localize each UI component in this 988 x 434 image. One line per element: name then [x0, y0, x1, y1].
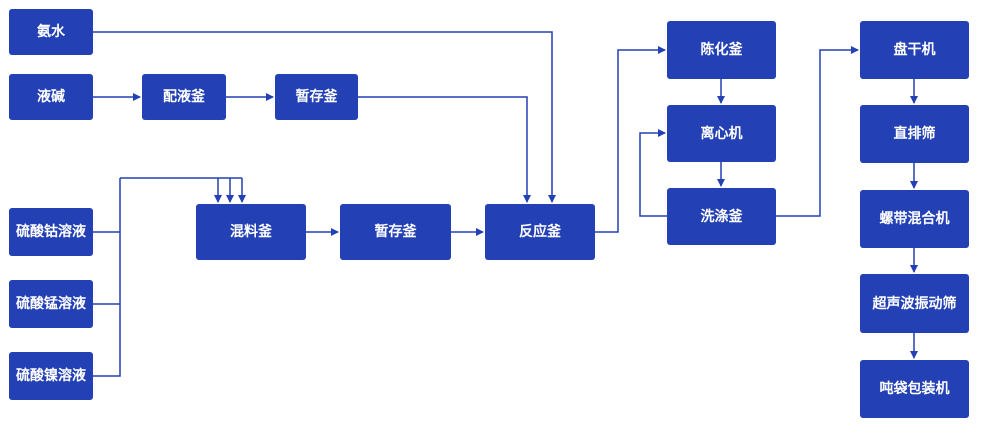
- node-cobalt-sulfate-label: 硫酸钴溶液: [16, 224, 86, 240]
- connector-storage-to-reaction: [358, 96, 531, 203]
- node-ton-bag-packer-label: 吨袋包装机: [879, 381, 950, 397]
- node-washing-kettle-label: 洗涤釜: [700, 208, 743, 225]
- node-aging-kettle: 陈化釜: [667, 21, 776, 79]
- node-straight-sieve-label: 直排筛: [893, 126, 936, 142]
- node-mixing-kettle: 配液釜: [142, 74, 226, 120]
- node-blending-kettle-label: 混料釜: [230, 224, 272, 240]
- node-blending-kettle: 混料釜: [196, 204, 306, 260]
- node-temp-storage-lye-label: 暂存釜: [295, 89, 338, 105]
- node-ultrasonic-sieve: 超声波振动筛: [860, 274, 969, 333]
- node-nickel-sulfate-label: 硫酸镍溶液: [16, 368, 86, 384]
- node-tray-dryer-label: 盘干机: [893, 42, 936, 58]
- node-ultrasonic-sieve-label: 超声波振动筛: [872, 295, 957, 312]
- node-ribbon-mixer-label: 螺带混合机: [879, 211, 950, 227]
- connector-ammonia-to-reaction: [93, 31, 556, 203]
- node-nickel-sulfate: 硫酸镍溶液: [9, 352, 93, 400]
- node-ton-bag-packer: 吨袋包装机: [860, 360, 969, 418]
- node-centrifuge: 离心机: [667, 105, 776, 162]
- node-ammonia: 氨水: [9, 9, 93, 55]
- node-cobalt-sulfate: 硫酸钴溶液: [9, 208, 93, 256]
- node-straight-sieve: 直排筛: [860, 105, 969, 163]
- connector-washing-to-dryer: [776, 46, 859, 217]
- node-reaction-kettle: 反应釜: [485, 204, 595, 260]
- node-ribbon-mixer: 螺带混合机: [860, 190, 969, 248]
- node-centrifuge-label: 离心机: [700, 125, 743, 142]
- node-manganese-sulfate-label: 硫酸锰溶液: [16, 296, 86, 312]
- node-aging-kettle-label: 陈化釜: [700, 42, 743, 58]
- node-reaction-kettle-label: 反应釜: [519, 224, 561, 240]
- node-lye: 液碱: [9, 74, 93, 120]
- node-washing-kettle: 洗涤釜: [667, 188, 776, 245]
- node-temp-storage-mix: 暂存釜: [340, 204, 451, 260]
- node-ammonia-label: 氨水: [37, 24, 65, 40]
- node-temp-storage-mix-label: 暂存釜: [374, 224, 417, 240]
- connector-nickel-to-bus: [93, 178, 121, 377]
- connector-washing-loop-back: [639, 129, 667, 217]
- node-manganese-sulfate: 硫酸锰溶液: [9, 280, 93, 328]
- node-lye-label: 液碱: [37, 89, 65, 105]
- node-mixing-kettle-label: 配液釜: [163, 89, 205, 105]
- connector-reaction-to-aging: [595, 46, 666, 233]
- node-temp-storage-lye: 暂存釜: [275, 74, 358, 120]
- node-tray-dryer: 盘干机: [860, 21, 969, 79]
